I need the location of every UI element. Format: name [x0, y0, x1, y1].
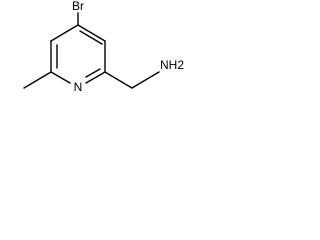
- ring-bond-c2-n1-inner: [85, 68, 101, 78]
- bromine-label: Br: [72, 0, 84, 13]
- ring-bond-c4-c3-inner: [79, 30, 103, 45]
- bond-c2-ch2: [104, 71, 133, 89]
- amine-label: NH2: [160, 58, 184, 72]
- bond-ch2-nh2: [131, 71, 160, 89]
- ring-nitrogen-label: N: [74, 80, 83, 94]
- ring-bond-c2-n1: [85, 71, 106, 84]
- bond-c6-methyl: [23, 71, 52, 89]
- chemical-structure-diagram: Br N NH2: [23, 0, 184, 94]
- ring-bond-n1-c6: [50, 71, 71, 84]
- ring-bond-c4-c3: [77, 24, 106, 42]
- ring-bond-c5-c4: [50, 24, 79, 42]
